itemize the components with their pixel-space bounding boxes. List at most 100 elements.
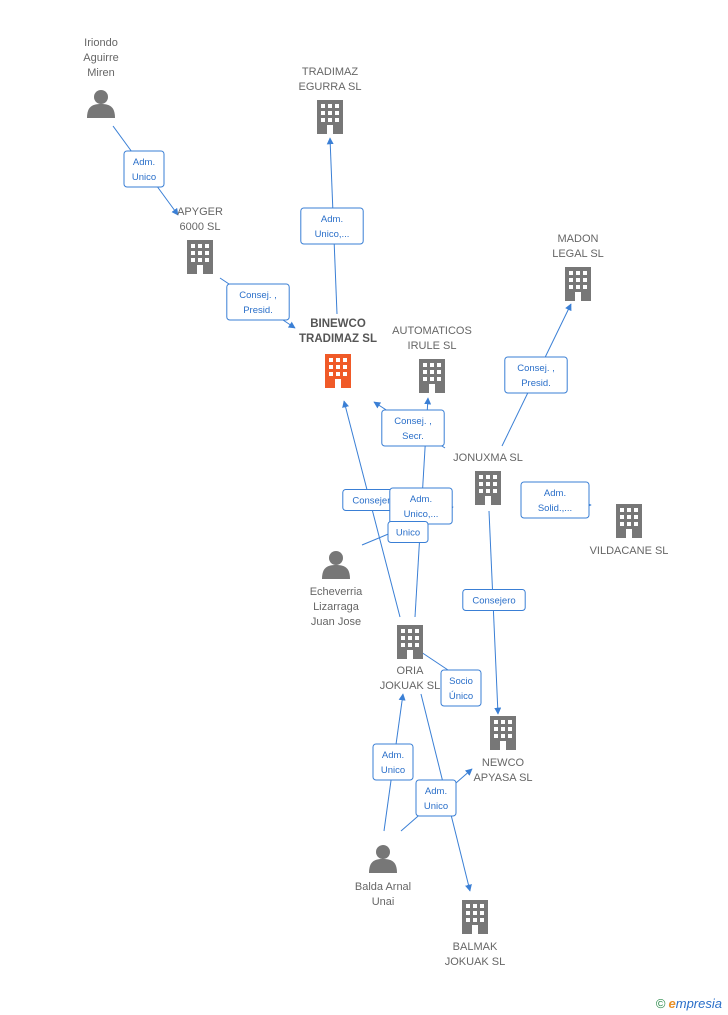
person-icon: [369, 845, 397, 873]
edge-label-e8[interactable]: Unico: [387, 521, 429, 543]
building-icon: [419, 359, 445, 393]
edge-label-text: Unico: [424, 801, 448, 812]
node-madon[interactable]: MADON LEGAL SL: [552, 233, 604, 301]
edge-label-text: Solid.,...: [538, 503, 572, 514]
edge-label-e12[interactable]: Adm. Unico: [372, 743, 414, 781]
edge-label-box: [372, 743, 414, 781]
node-label: LEGAL SL: [552, 248, 604, 260]
node-newco[interactable]: NEWCO APYASA SL: [473, 716, 533, 784]
node-label: Lizarraga: [313, 601, 360, 613]
node-label: Balda Arnal: [355, 881, 411, 893]
building-icon: [397, 625, 423, 659]
edge-label-text: Adm.: [544, 488, 566, 499]
building-icon: [462, 900, 488, 934]
edge-label-e3[interactable]: Consej. , Presid.: [226, 283, 290, 321]
node-label: 6000 SL: [180, 221, 221, 233]
edge-label-box: [440, 669, 482, 707]
edge-label-text: Adm.: [410, 494, 432, 505]
edge-label-text: Adm.: [382, 750, 404, 761]
person-icon: [87, 90, 115, 118]
node-balmak[interactable]: BALMAK JOKUAK SL: [445, 900, 506, 968]
building-icon: [187, 240, 213, 274]
edge-label-e5[interactable]: Consej. , Secr.: [381, 409, 445, 447]
edge-label-text: Consej. ,: [239, 290, 277, 301]
node-label: VILDACANE SL: [590, 545, 669, 557]
node-label: APYASA SL: [473, 772, 532, 784]
node-label: MADON: [558, 233, 599, 245]
edge-label-e1[interactable]: Adm.Unico: [123, 150, 165, 188]
edge-label-box: [520, 481, 590, 519]
node-apyger[interactable]: APYGER 6000 SL: [177, 206, 223, 274]
node-label: Iriondo: [84, 37, 118, 49]
edge-label-text: Único: [449, 691, 473, 702]
edge-label-text: Unico,...: [315, 229, 350, 240]
edge-label-text: Unico,...: [404, 509, 439, 520]
node-label: BALMAK: [453, 941, 498, 953]
edge-label-box: [123, 150, 165, 188]
edge-label-text: Unico: [381, 765, 405, 776]
edge-label-text: Consejero: [352, 496, 395, 507]
node-label: NEWCO: [482, 757, 525, 769]
brand-logo-e: e: [668, 996, 676, 1011]
edge-label-box: [226, 283, 290, 321]
node-jonuxma[interactable]: JONUXMA SL: [453, 452, 523, 505]
edge-label-text: Consej. ,: [517, 363, 555, 374]
node-vildacane[interactable]: VILDACANE SL: [590, 504, 669, 557]
node-label: JOKUAK SL: [445, 956, 506, 968]
edge-label-box: [415, 779, 457, 817]
node-label: ORIA: [397, 665, 425, 677]
edge-line-e10: [488, 510, 502, 715]
edge-label-box: [504, 356, 568, 394]
copyright-symbol: ©: [655, 996, 666, 1011]
edge-label-e7[interactable]: Adm. Unico,...: [389, 487, 453, 525]
node-label: TRADIMAZ SL: [299, 333, 377, 345]
node-label: APYGER: [177, 206, 223, 218]
edge-label-box: [387, 521, 429, 543]
edge-label-e13[interactable]: Adm. Unico: [415, 779, 457, 817]
node-label: Aguirre: [83, 52, 118, 64]
edge-label-text: Adm.: [321, 214, 343, 225]
node-label: IRULE SL: [408, 340, 457, 352]
edge-label-box: [462, 589, 526, 611]
building-icon: [616, 504, 642, 538]
building-icon: [475, 471, 501, 505]
footer-brand: ©empresia: [656, 996, 722, 1011]
node-label: Juan Jose: [311, 616, 361, 628]
edge-label-box: [300, 207, 364, 245]
node-label: JONUXMA SL: [453, 452, 523, 464]
node-label: TRADIMAZ: [302, 66, 359, 78]
edge-label-text: Unico: [396, 528, 420, 539]
edge-label-text: Presid.: [521, 378, 551, 389]
node-label: Miren: [87, 67, 115, 79]
node-binewco[interactable]: BINEWCO TRADIMAZ SL: [299, 318, 377, 388]
node-label: Unai: [372, 896, 395, 908]
edge-label-text: Socio: [449, 676, 473, 687]
edge-label-e9[interactable]: Adm. Solid.,...: [520, 481, 590, 519]
edge-label-e2[interactable]: Adm. Unico,...: [300, 207, 364, 245]
edge-label-text: Secr.: [402, 431, 424, 442]
edge-label-text: Unico: [132, 172, 156, 183]
building-icon: [317, 100, 343, 134]
node-label: Echeverria: [310, 586, 363, 598]
edge-label-text: Consej. ,: [394, 416, 432, 427]
edge-label-e4[interactable]: Consej. , Presid.: [504, 356, 568, 394]
edge-label-e10[interactable]: Consejero: [462, 589, 526, 611]
edge-label-text: Adm.: [425, 786, 447, 797]
node-label: BINEWCO: [310, 318, 366, 330]
building-icon: [565, 267, 591, 301]
building-icon: [490, 716, 516, 750]
brand-name: mpresia: [675, 996, 722, 1011]
edge-label-text: Presid.: [243, 305, 273, 316]
edge-label-box: [381, 409, 445, 447]
person-icon: [322, 551, 350, 579]
building-icon: [325, 354, 351, 388]
